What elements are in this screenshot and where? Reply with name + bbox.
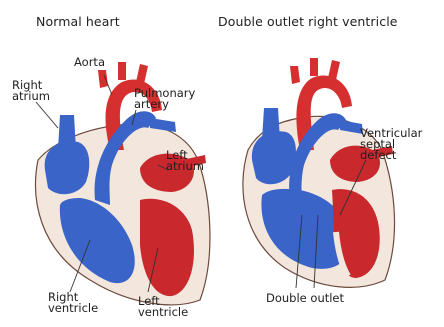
superior-vena-cava xyxy=(58,115,76,150)
label-aorta: Aorta xyxy=(74,57,105,68)
label-double-outlet: Double outlet xyxy=(266,293,344,304)
dorv-heart-drawing xyxy=(243,58,395,288)
